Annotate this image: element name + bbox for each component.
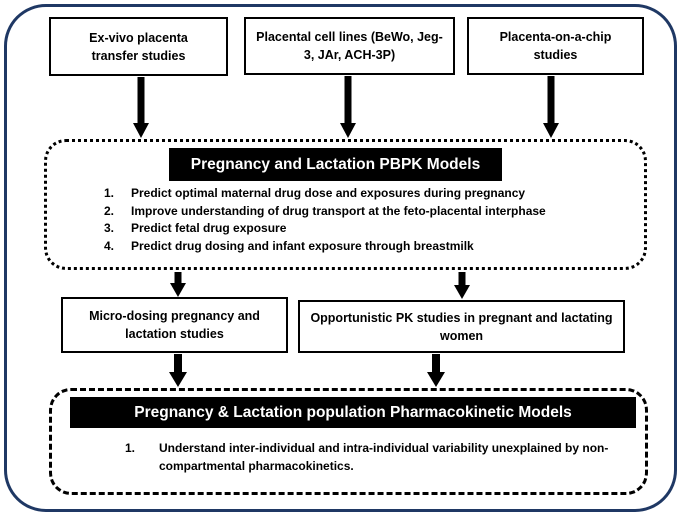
arrow-down-icon (170, 272, 186, 297)
input-box-ex-vivo: Ex-vivo placenta transfer studies (49, 17, 228, 76)
pbpk-title: Pregnancy and Lactation PBPK Models (169, 148, 502, 181)
arrow-down-icon (169, 354, 187, 387)
popk-section (49, 388, 648, 495)
outer-frame (4, 4, 677, 512)
study-box-label: Opportunistic PK studies in pregnant and… (310, 310, 613, 343)
pbpk-section (44, 139, 647, 270)
study-box-micro-dosing: Micro-dosing pregnancy and lactation stu… (61, 297, 288, 353)
list-item: 1.Predict optimal maternal drug dose and… (104, 186, 526, 200)
list-item: 3.Predict fetal drug exposure (104, 221, 287, 235)
input-box-label: Ex-vivo placenta transfer studies (89, 30, 188, 63)
arrow-down-icon (340, 76, 356, 138)
study-box-label: Micro-dosing pregnancy and lactation stu… (89, 309, 260, 341)
input-box-label: Placenta-on-a-chip studies (499, 30, 612, 62)
list-item: 2.Improve understanding of drug transpor… (104, 203, 546, 218)
input-box-label: Placental cell lines (BeWo, Jeg-3, JAr, … (256, 30, 443, 62)
input-box-cell-lines: Placental cell lines (BeWo, Jeg-3, JAr, … (244, 17, 455, 75)
pbpk-list: 1.Predict optimal maternal drug dose and… (104, 185, 634, 255)
list-item: 4.Predict drug dosing and infant exposur… (104, 238, 474, 253)
arrow-down-icon (454, 272, 470, 299)
list-item: 1.Understand inter-individual and intra-… (125, 441, 609, 473)
arrow-down-icon (133, 77, 149, 138)
input-box-placenta-chip: Placenta-on-a-chip studies (467, 17, 644, 75)
popk-list: 1.Understand inter-individual and intra-… (125, 440, 625, 475)
arrow-down-icon (427, 354, 445, 387)
popk-title: Pregnancy & Lactation population Pharmac… (70, 397, 636, 428)
arrow-down-icon (543, 76, 559, 138)
study-box-opportunistic: Opportunistic PK studies in pregnant and… (298, 300, 625, 353)
